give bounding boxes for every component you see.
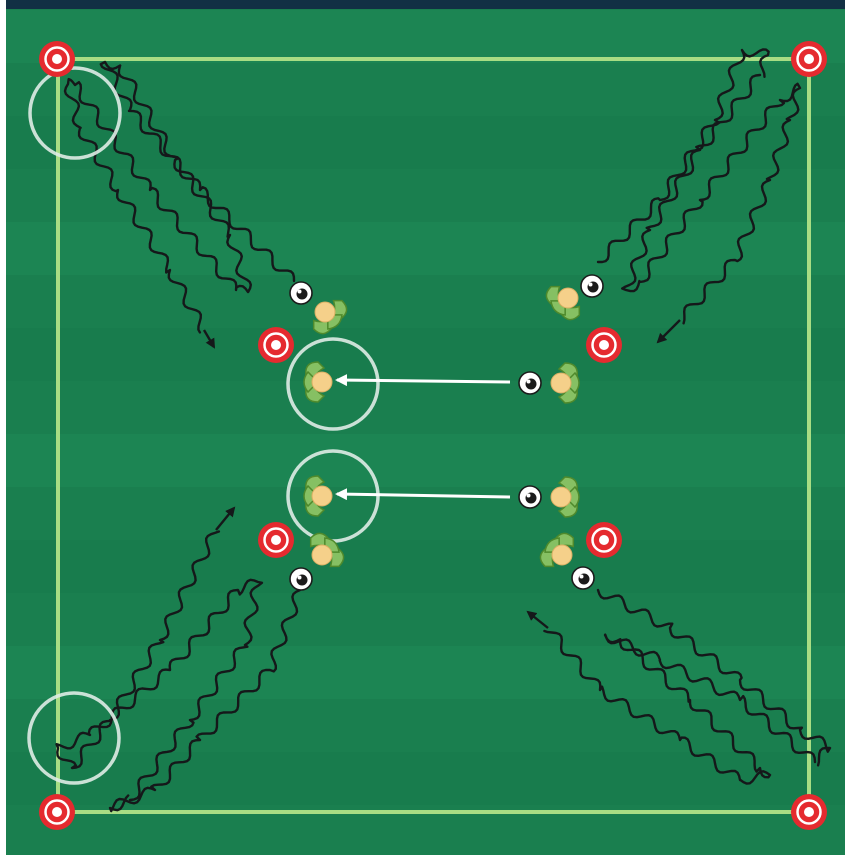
- ball-shine: [527, 494, 531, 498]
- cone-center: [804, 54, 814, 64]
- ball-shine: [298, 290, 302, 294]
- ball-shine: [580, 575, 584, 579]
- ball-shine: [298, 576, 302, 580]
- cone-center: [599, 535, 609, 545]
- cone-center: [271, 340, 281, 350]
- ball-lower-right: [572, 567, 594, 589]
- player-head: [551, 373, 571, 393]
- top-bar: [6, 0, 845, 9]
- ball-shine: [527, 380, 531, 384]
- pitch-stripe: [6, 752, 845, 805]
- cone-inner-upper-right: [586, 327, 622, 363]
- pitch-stripe: [6, 222, 845, 275]
- cone-bottom-right: [791, 794, 827, 830]
- cone-center: [271, 535, 281, 545]
- ball-lower-left: [290, 568, 312, 590]
- cone-center: [52, 54, 62, 64]
- cone-inner-lower-right: [586, 522, 622, 558]
- cone-center: [804, 807, 814, 817]
- pitch-stripe: [6, 646, 845, 699]
- cone-center: [599, 340, 609, 350]
- cone-inner-lower-left: [258, 522, 294, 558]
- pitch-stripe: [6, 328, 845, 381]
- ball-shine: [589, 283, 593, 287]
- pitch-stripe: [6, 10, 845, 63]
- pass-arrow-upper: [337, 380, 510, 382]
- cone-top-right: [791, 41, 827, 77]
- ball-upper-right: [581, 275, 603, 297]
- ball-lower-passer: [519, 486, 541, 508]
- pitch-stripe: [6, 434, 845, 487]
- ball-upper-left: [290, 282, 312, 304]
- cone-bottom-left: [39, 794, 75, 830]
- player-head: [551, 487, 571, 507]
- player-head: [312, 486, 332, 506]
- cone-top-left: [39, 41, 75, 77]
- pitch-stripe: [6, 540, 845, 593]
- ball-upper-passer: [519, 372, 541, 394]
- cone-center: [52, 807, 62, 817]
- player-head: [312, 372, 332, 392]
- cone-inner-upper-left: [258, 327, 294, 363]
